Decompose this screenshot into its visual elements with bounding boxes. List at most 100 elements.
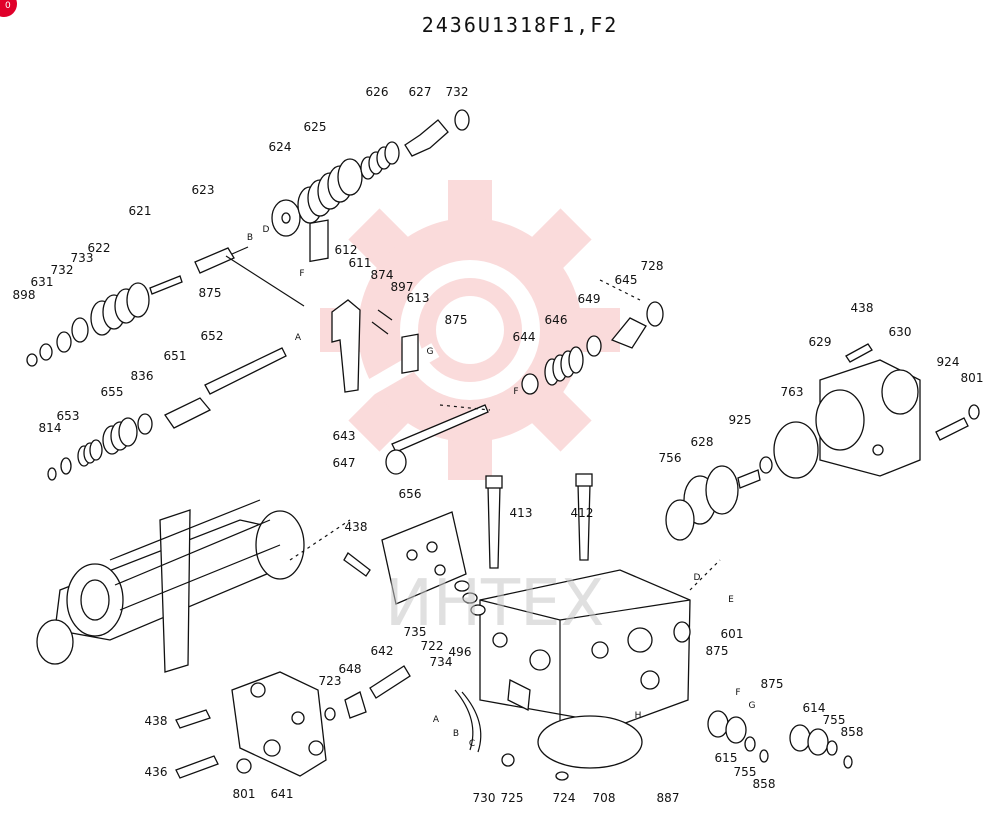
part-756-oring <box>665 499 695 541</box>
part-631-washer <box>39 343 53 361</box>
part-652-spool <box>204 347 287 395</box>
part-641-cover <box>231 671 327 777</box>
part-725-oring <box>501 753 515 767</box>
part-label: 627 <box>409 85 432 99</box>
part-label: 836 <box>131 369 154 383</box>
part-label: 649 <box>578 292 601 306</box>
part-732-ring <box>56 331 72 353</box>
part-label: 614 <box>803 701 826 715</box>
part-label: 858 <box>753 777 776 791</box>
part-723-oring <box>324 707 336 721</box>
part-728-oring <box>646 301 664 327</box>
section-left-spool-bank <box>36 499 305 673</box>
part-625-spring <box>297 158 363 224</box>
part-label: 626 <box>366 85 389 99</box>
part-label: 655 <box>101 385 124 399</box>
part-label: 708 <box>593 791 616 805</box>
part-436-bolt <box>175 755 219 779</box>
part-label: 656 <box>399 487 422 501</box>
part-label: 641 <box>271 787 294 801</box>
part-label: 612 <box>335 243 358 257</box>
ref-letter: F <box>735 688 740 698</box>
part-412-bolt <box>577 483 591 561</box>
part-label: 630 <box>889 325 912 339</box>
part-label: 898 <box>13 288 36 302</box>
corner-badge-text: 0 <box>5 1 11 11</box>
part-763-oring <box>773 421 819 479</box>
part-label: 642 <box>371 644 394 658</box>
part-label: 875 <box>199 286 222 300</box>
part-label: 725 <box>501 791 524 805</box>
part-label: 413 <box>510 506 533 520</box>
part-755-oring-right <box>826 740 838 756</box>
ref-letter: E <box>728 595 734 605</box>
part-649-ring <box>586 335 602 357</box>
diagram-title: 2436U1318F1,F2 <box>422 13 619 37</box>
ref-letter: D <box>263 225 270 235</box>
part-801-plug <box>236 758 252 774</box>
part-label: 621 <box>129 204 152 218</box>
ref-letter: A <box>433 715 440 725</box>
part-label: 611 <box>349 256 372 270</box>
part-label: 722 <box>421 639 444 653</box>
part-label: 625 <box>304 120 327 134</box>
part-label: 631 <box>31 275 54 289</box>
part-651-sleeve <box>164 397 212 429</box>
part-label: 436 <box>145 765 168 779</box>
part-630-cover <box>815 359 921 477</box>
part-label: 874 <box>371 268 394 282</box>
part-645-plug <box>610 317 647 349</box>
part-label: 496 <box>449 645 472 659</box>
part-643-spool <box>391 404 489 453</box>
part-655-spring <box>102 417 138 455</box>
part-413-bolt <box>487 485 501 569</box>
part-label: 858 <box>841 725 864 739</box>
part-label: 925 <box>729 413 752 427</box>
part-label: 875 <box>706 644 729 658</box>
corner-badge: 0 <box>0 0 17 17</box>
part-642-plug <box>369 665 411 699</box>
part-label: 645 <box>615 273 638 287</box>
part-724-oring <box>555 771 569 781</box>
part-438-bolt <box>343 552 371 577</box>
part-612-plate <box>309 219 329 263</box>
part-label: 755 <box>823 713 846 727</box>
part-label: 875 <box>445 313 468 327</box>
part-label: 613 <box>407 291 430 305</box>
part-656-gasket <box>381 511 467 605</box>
part-label: 732 <box>446 85 469 99</box>
part-801-plug-right <box>968 404 980 420</box>
parts-drawing <box>26 109 980 781</box>
part-label: 734 <box>430 655 453 669</box>
part-label: 887 <box>657 791 680 805</box>
part-label: 601 <box>721 627 744 641</box>
part-label: 623 <box>192 183 215 197</box>
ref-letter: H <box>635 711 642 721</box>
part-898-cap <box>26 353 38 367</box>
part-614-plug <box>789 724 829 756</box>
part-label: 412 <box>571 506 594 520</box>
part-644-seat <box>521 373 539 395</box>
part-438-bolt-lower <box>175 709 211 729</box>
ref-letter: F <box>299 269 304 279</box>
ref-letter: F <box>513 387 518 397</box>
part-858-ring-right <box>843 755 853 769</box>
part-755-oring <box>744 736 756 752</box>
part-label: 732 <box>51 263 74 277</box>
part-label: 629 <box>809 335 832 349</box>
part-label: 615 <box>715 751 738 765</box>
part-836-ring <box>137 413 153 435</box>
part-label: 801 <box>233 787 256 801</box>
part-611-lever <box>331 299 361 393</box>
part-label: 724 <box>553 791 576 805</box>
part-label: 801 <box>961 371 984 385</box>
part-label: 728 <box>641 259 664 273</box>
part-label: 653 <box>57 409 80 423</box>
part-label: 648 <box>339 662 362 676</box>
part-label: 735 <box>404 625 427 639</box>
part-814-ring <box>47 467 57 481</box>
ref-letter: G <box>749 701 756 711</box>
